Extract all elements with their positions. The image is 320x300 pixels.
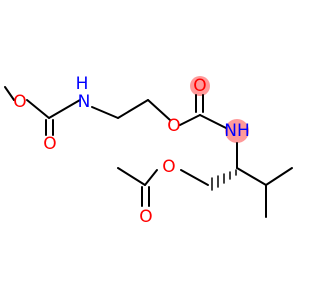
bond-ch3-o1 — [4, 86, 15, 101]
bond-c1-n1 — [48, 99, 81, 119]
highlight-o-carbonyl — [190, 76, 210, 96]
bond-o5-c8 — [144, 169, 158, 186]
molecule-structure-diagram: O H N O O O NH O O — [4, 74, 293, 227]
bond-c7-o5 — [180, 169, 209, 186]
atom-nh-carbamate: NH — [224, 121, 250, 141]
bond-c4-n2 — [199, 114, 227, 129]
atom-o-carbonyl-2: O — [193, 76, 206, 96]
atom-o-methoxy: O — [13, 92, 26, 112]
bond-c3-o3 — [147, 99, 171, 121]
bond-c5-c6 — [236, 167, 267, 186]
bond-o3-c4 — [179, 114, 201, 126]
atom-o-ester: O — [167, 116, 180, 136]
atom-o-acetoxy: O — [162, 157, 175, 177]
bond-c8-me — [117, 167, 146, 186]
bond-c2-c3 — [117, 99, 149, 119]
bond-o1-c1 — [26, 99, 50, 119]
highlight-nh — [225, 119, 249, 143]
bond-c6-me1 — [265, 167, 293, 186]
atom-h-amine: H — [76, 74, 89, 94]
bonds — [4, 86, 293, 218]
bond-n1-c2 — [91, 106, 119, 119]
atom-n-amine: N — [78, 92, 91, 112]
atom-o-carbonyl-3: O — [139, 207, 152, 227]
hashed-wedge-bond — [211, 169, 237, 191]
atom-labels: O H N O O O NH O O — [13, 74, 249, 227]
atom-o-carbonyl-1: O — [43, 134, 56, 154]
